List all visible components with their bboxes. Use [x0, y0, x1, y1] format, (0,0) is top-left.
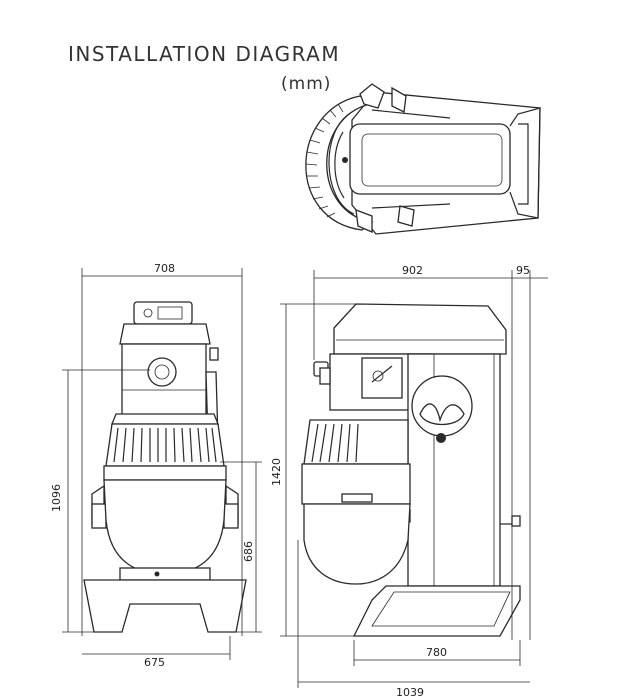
- dim-base-depth: 780: [426, 646, 447, 659]
- side-dimension-lines: [280, 270, 548, 688]
- diagram-title: INSTALLATION DIAGRAM: [68, 42, 341, 66]
- dim-width-base: 675: [144, 656, 165, 669]
- dim-offset: 95: [516, 264, 530, 277]
- top-view: [305, 83, 541, 235]
- side-view: [301, 303, 521, 637]
- front-dimension-lines: [62, 268, 262, 660]
- unit-label: (mm): [281, 74, 332, 94]
- dim-width-top: 708: [154, 262, 175, 275]
- dim-height-front: 1096: [50, 484, 63, 512]
- front-view: [83, 301, 247, 633]
- dim-height-side: 1420: [270, 458, 283, 486]
- dim-height-bowl: 686: [242, 541, 255, 562]
- dim-depth: 902: [402, 264, 423, 277]
- dim-depth-total: 1039: [396, 686, 424, 699]
